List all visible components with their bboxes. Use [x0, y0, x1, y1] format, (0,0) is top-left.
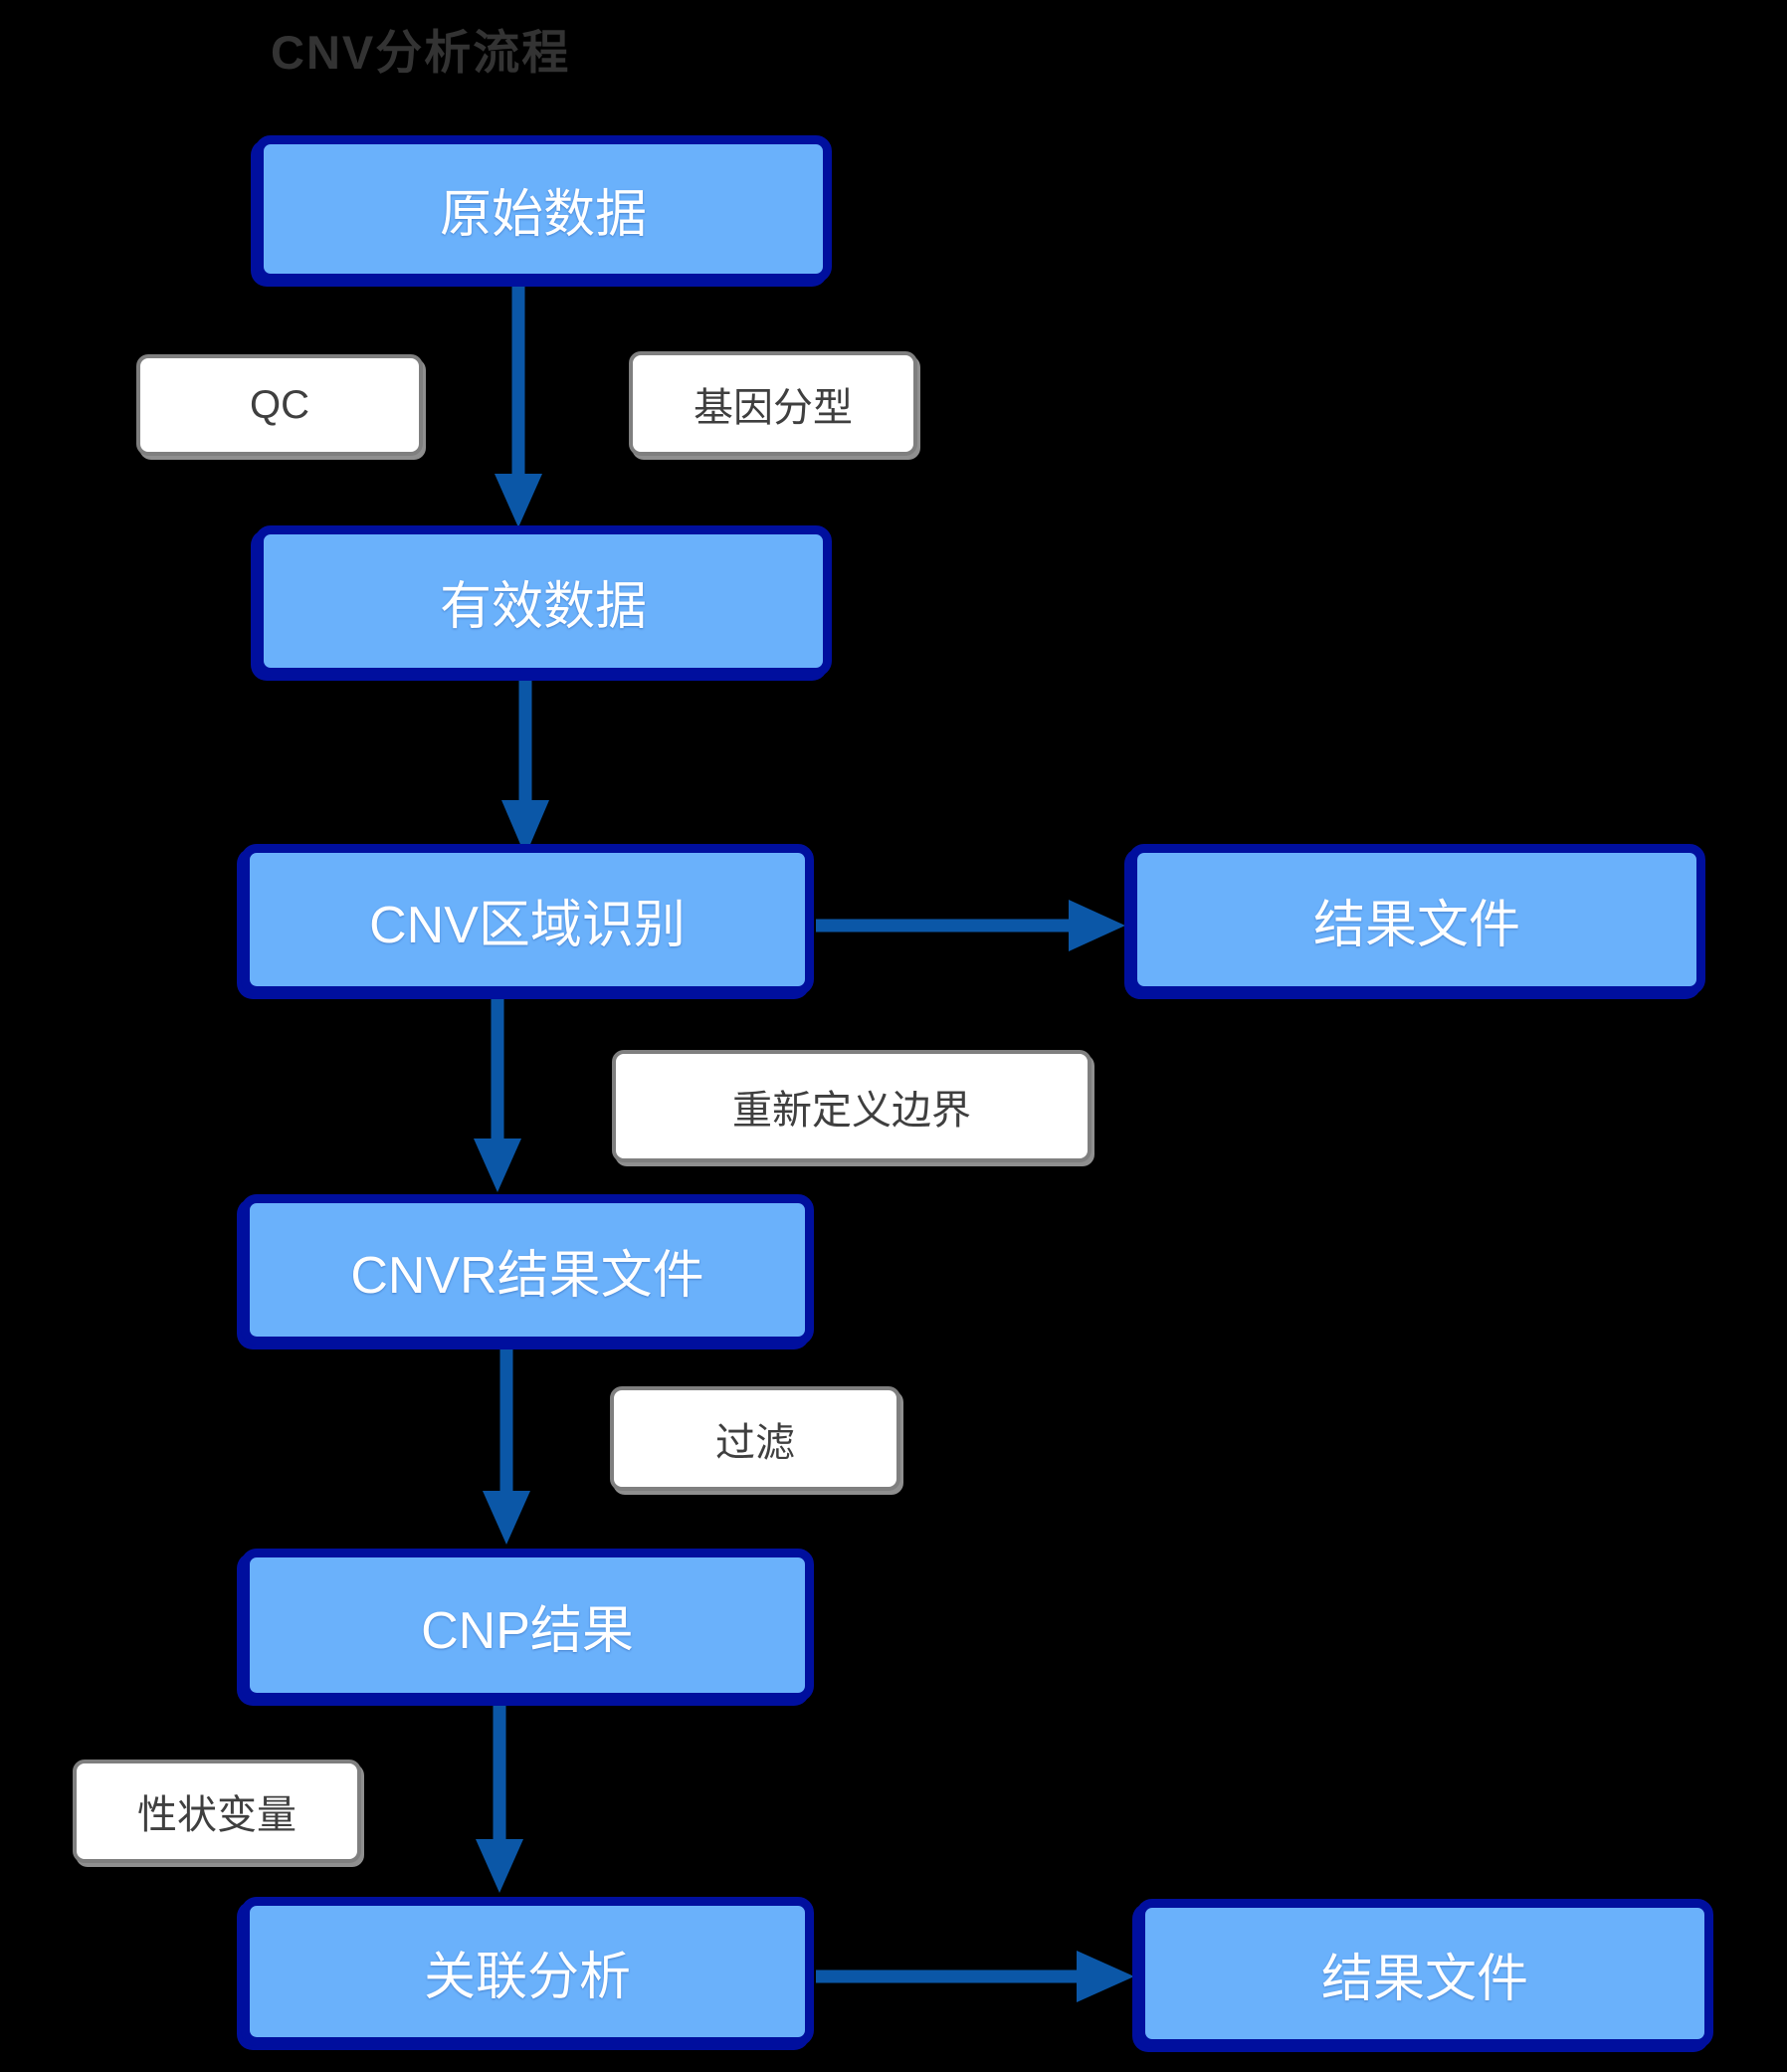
edge-label-trait-variable: 性状变量 [73, 1760, 361, 1863]
edge-label-redefine-boundary-text: 重新定义边界 [732, 1088, 971, 1133]
edge-label-genotyping-text: 基因分型 [694, 385, 853, 430]
diagram-title: CNV分析流程 [271, 26, 571, 79]
node-result-file-2-label: 结果文件 [1320, 1950, 1528, 2008]
node-valid-data-label: 有效数据 [439, 577, 647, 636]
edge-label-filter: 过滤 [610, 1386, 900, 1491]
arrow-assoc-to-result2-head [1077, 1951, 1134, 2002]
node-raw-data-label: 原始数据 [439, 185, 647, 244]
node-cnvr-result-file-label: CNVR结果文件 [350, 1246, 704, 1305]
node-valid-data: 有效数据 [255, 525, 832, 677]
node-cnvr-result-file: CNVR结果文件 [241, 1194, 814, 1346]
node-association-analysis: 关联分析 [241, 1897, 814, 2046]
node-result-file-1-label: 结果文件 [1312, 896, 1520, 954]
edge-label-trait-variable-text: 性状变量 [137, 1793, 297, 1837]
arrow-raw-to-valid-head [495, 474, 542, 527]
node-cnv-region-detect-label: CNV区域识别 [369, 896, 686, 954]
arrow-cnvr-to-cnp-head [483, 1491, 530, 1545]
node-cnv-region-detect: CNV区域识别 [241, 844, 814, 995]
arrow-cnvregion-to-cnvr-head [474, 1139, 521, 1192]
edge-label-redefine-boundary: 重新定义边界 [612, 1050, 1092, 1162]
node-cnp-result-label: CNP结果 [421, 1601, 634, 1660]
edge-label-filter-text: 过滤 [715, 1420, 795, 1465]
node-cnp-result: CNP结果 [241, 1549, 814, 1702]
arrow-cnvregion-to-result1-head [1069, 900, 1125, 951]
node-association-analysis-label: 关联分析 [423, 1948, 631, 2006]
edge-label-qc-text: QC [250, 382, 309, 427]
edge-label-qc: QC [136, 354, 423, 456]
node-raw-data: 原始数据 [255, 135, 832, 283]
node-result-file-2: 结果文件 [1136, 1899, 1713, 2048]
node-result-file-1: 结果文件 [1128, 844, 1705, 995]
arrow-cnp-to-assoc-head [476, 1839, 523, 1893]
edge-label-genotyping: 基因分型 [629, 351, 917, 456]
